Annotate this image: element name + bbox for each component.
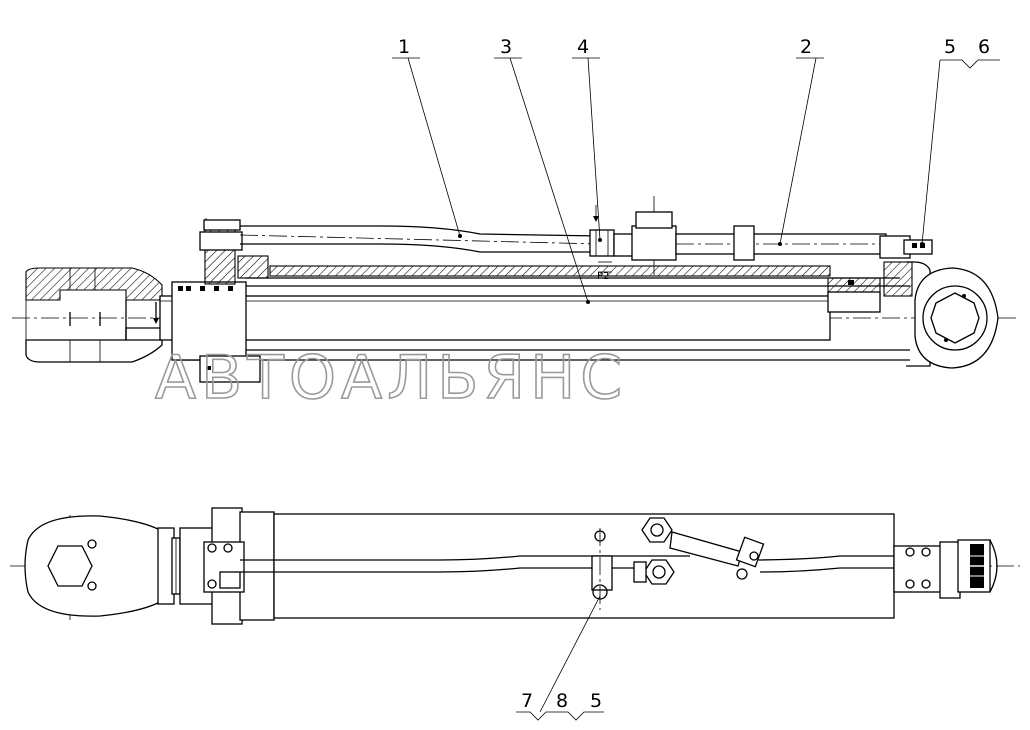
- callout-6: 6: [978, 36, 990, 58]
- svg-text:P2: P2: [597, 271, 609, 282]
- callout-3: 3: [500, 36, 512, 58]
- callout-5: 5: [944, 36, 956, 58]
- callout-4: 4: [577, 36, 589, 58]
- gland-head: [171, 218, 269, 383]
- piston: [827, 261, 913, 313]
- barrel-wall: [269, 265, 831, 277]
- callout-7: 7: [521, 690, 533, 712]
- piston-rod: [159, 295, 831, 341]
- rear-eye: [906, 261, 999, 369]
- section-view: P2: [12, 196, 1020, 383]
- callout-1: 1: [398, 36, 410, 58]
- clevis-fork: [25, 267, 163, 363]
- watermark: АВТОАЛЬЯНС: [155, 343, 627, 413]
- callout-8: 8: [556, 690, 568, 712]
- plan-view: [10, 507, 1020, 625]
- callout-2: 2: [800, 36, 812, 58]
- callout-5-bottom: 5: [590, 690, 602, 712]
- callout-leaders-top: [392, 57, 1000, 303]
- callout-leaders-bottom: [516, 595, 604, 721]
